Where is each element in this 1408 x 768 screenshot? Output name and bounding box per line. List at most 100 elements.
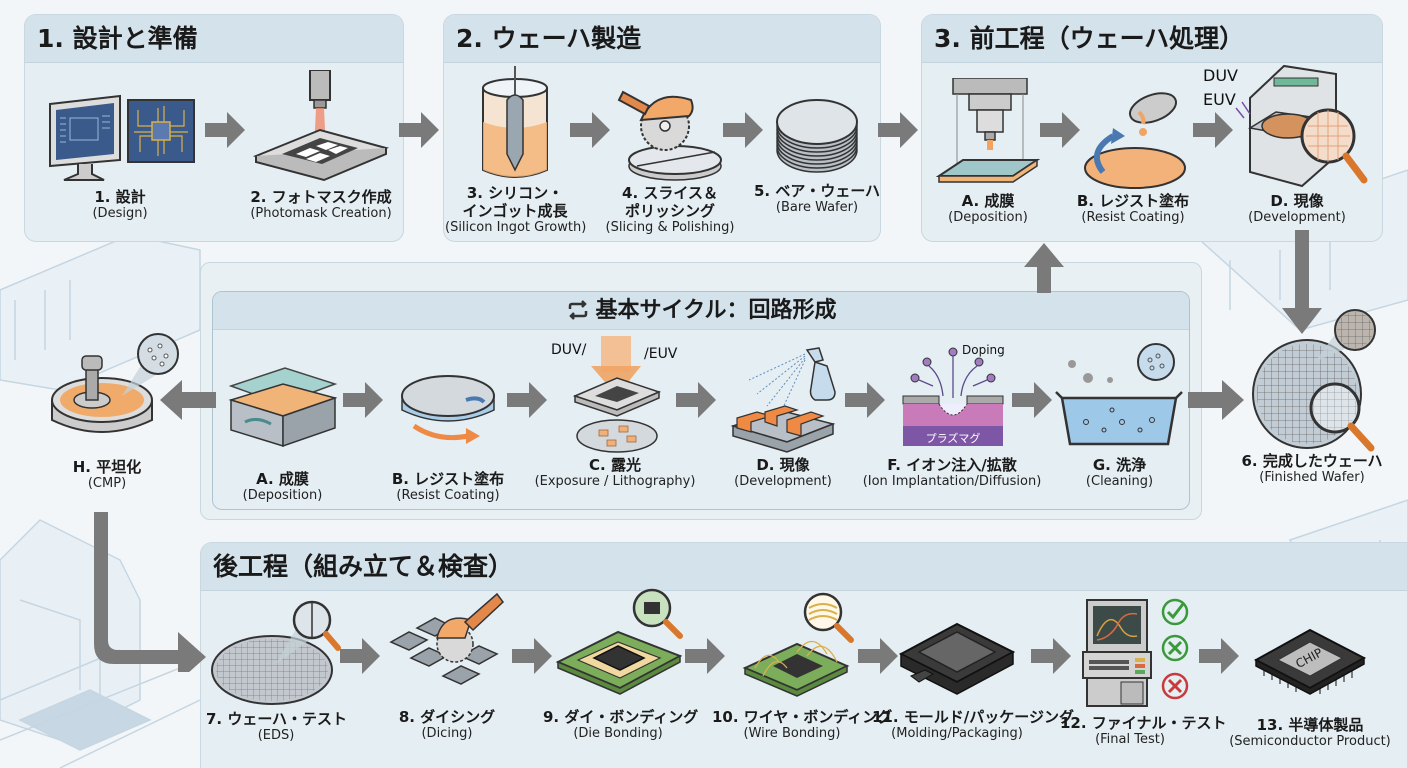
photomask-icon [252, 70, 390, 182]
step-label-en: (Resist Coating) [396, 488, 500, 503]
step-semiconductor-product: CHIP 13. 半導体製品 (Semiconductor Product) [1220, 610, 1400, 750]
doping-note: Doping [962, 343, 1005, 357]
step-label-jp: C. 露光 [589, 456, 641, 474]
arrow-right-icon [1031, 638, 1071, 674]
arrow-right-icon [399, 112, 439, 148]
arrow-right-icon [343, 382, 383, 418]
step-label-jp: B. レジスト塗布 [391, 470, 505, 488]
mold-package-icon [898, 622, 1016, 695]
step-label-jp: 5. ベア・ウェーハ [753, 182, 881, 200]
step-label-en: (Photomask Creation) [250, 206, 392, 221]
wafer-panel-title: 2. ウェーハ製造 [444, 15, 880, 63]
step-label-en: (Semiconductor Product) [1229, 734, 1391, 749]
step-final-test: 12. ファイナル・テスト (Final Test) [1060, 598, 1227, 748]
step-bare-wafer: 5. ベア・ウェーハ (Bare Wafer) [752, 86, 882, 216]
step-label-en: (Wire Bonding) [743, 726, 841, 741]
step-label-en: (Exposure / Lithography) [534, 474, 696, 489]
step-label-jp: 1. 設計 [94, 188, 146, 206]
step-label-jp: D. 現像 [1270, 192, 1324, 210]
cycle-panel-title-bar: 基本サイクル：回路形成 [213, 292, 1189, 330]
step-finished-wafer: 6. 完成したウェーハ (Finished Wafer) [1232, 302, 1392, 486]
step-label-en: (Cleaning) [1085, 474, 1154, 489]
step-label-en: (Bare Wafer) [775, 200, 859, 215]
step-label-jp: H. 平坦化 [72, 458, 142, 476]
step-wafer-test: 7. ウェーハ・テスト (EDS) [206, 594, 348, 744]
film-layer-icon [227, 367, 338, 448]
step-design: 1. 設計 (Design) [40, 88, 200, 222]
arrow-right-icon [1012, 382, 1052, 418]
pass-x-icon [1161, 634, 1189, 662]
step-label-en: (Deposition) [242, 488, 323, 503]
euv-note: /EUV [644, 346, 678, 362]
lithography-icon [572, 336, 662, 453]
step-label-jp: D. 現像 [756, 456, 810, 474]
step-label-en: (CMP) [87, 476, 127, 491]
step-cycle-ion-implant: プラズマグ F. イオン注入/拡散 (Ion Implantation/Diff… [852, 346, 1052, 490]
step-label-jp: G. 洗浄 [1092, 456, 1147, 474]
arrow-right-icon [723, 112, 763, 148]
step-label-en: (Final Test) [1095, 732, 1165, 747]
step-label-jp: ポリッシング [624, 202, 715, 220]
cleaning-bath-icon [1055, 343, 1183, 446]
step-label-en: (Die Bonding) [573, 726, 663, 741]
die-bonding-icon [555, 588, 683, 695]
arrow-right-icon [205, 112, 245, 148]
wafer-stack-icon [776, 99, 858, 173]
arrow-right-icon [570, 112, 610, 148]
step-label-jp: 10. ワイヤ・ボンディング [712, 708, 893, 726]
step-label-jp: 4. スライス＆ [622, 184, 718, 202]
arrow-right-icon [340, 638, 380, 674]
step-label-jp: インゴット成長 [462, 202, 568, 220]
step-frontend-deposition: A. 成膜 (Deposition) [928, 78, 1048, 226]
arrow-right-icon [676, 382, 716, 418]
tester-icon [1082, 598, 1189, 707]
chip-icon: CHIP [1253, 628, 1367, 695]
step-cycle-deposition: A. 成膜 (Deposition) [220, 356, 345, 504]
fail-x-icon [1161, 672, 1189, 700]
duv-note: DUV [1203, 66, 1238, 85]
spin-coater-icon [401, 375, 495, 444]
resist-coating-icon [1084, 92, 1186, 189]
frontend-panel-title: 3. 前工程（ウェーハ処理） [922, 15, 1382, 63]
step-label-en: (Finished Wafer) [1259, 470, 1365, 485]
step-label-en: (Deposition) [948, 210, 1028, 225]
step-wire-bonding: 10. ワイヤ・ボンディング (Wire Bonding) [712, 590, 893, 742]
cycle-arrows-icon [568, 300, 587, 320]
step-label-jp: 12. ファイナル・テスト [1060, 714, 1227, 732]
cmp-polisher-icon [51, 333, 179, 433]
ion-implant-icon: プラズマグ [902, 347, 1004, 446]
step-cycle-exposure: C. 露光 (Exposure / Lithography) [530, 336, 700, 490]
cycle-panel-title: 基本サイクル：回路形成 [595, 298, 837, 323]
spray-develop-icon [730, 347, 836, 453]
arrow-right-icon [507, 382, 547, 418]
backend-panel-title: 後工程（組み立て＆検査） [201, 543, 1407, 591]
step-die-bonding: 9. ダイ・ボンディング (Die Bonding) [543, 584, 699, 742]
dicing-saw-icon [389, 592, 505, 685]
arrow-right-icon [845, 382, 885, 418]
step-label-jp: A. 成膜 [961, 192, 1015, 210]
step-label-jp: 2. フォトマスク作成 [250, 188, 392, 206]
step-label-en: (EDS) [257, 728, 295, 743]
step-label-jp: 9. ダイ・ボンディング [543, 708, 699, 726]
step-label-jp: F. イオン注入/拡散 [887, 456, 1017, 474]
crucible-ingot-icon [482, 66, 548, 178]
saw-wafer-icon [617, 90, 722, 181]
step-photomask: 2. フォトマスク作成 (Photomask Creation) [236, 70, 406, 222]
step-slicing: 4. スライス＆ ポリッシング (Slicing & Polishing) [600, 70, 740, 236]
deposition-tool-icon [935, 78, 1041, 183]
step-cycle-cleaning: G. 洗浄 (Cleaning) [1052, 336, 1187, 490]
step-label-jp: 13. 半導体製品 [1256, 716, 1364, 734]
step-label-jp: 6. 完成したウェーハ [1241, 452, 1383, 470]
arrow-right-icon [1040, 112, 1080, 148]
step-label-jp: 7. ウェーハ・テスト [206, 710, 348, 728]
wire-bonding-icon [742, 592, 854, 697]
step-label-en: (Design) [92, 206, 148, 221]
arrow-right-icon [858, 638, 898, 674]
step-label-en: (Slicing & Polishing) [605, 220, 735, 235]
plasma-label: プラズマグ [926, 431, 981, 445]
step-label-jp: 3. シリコン・ [466, 184, 564, 202]
step-cycle-development: D. 現像 (Development) [718, 340, 848, 490]
wafer-test-icon [211, 600, 341, 705]
step-frontend-development: D. 現像 (Development) [1232, 62, 1368, 226]
arrow-down-icon [1282, 230, 1322, 334]
